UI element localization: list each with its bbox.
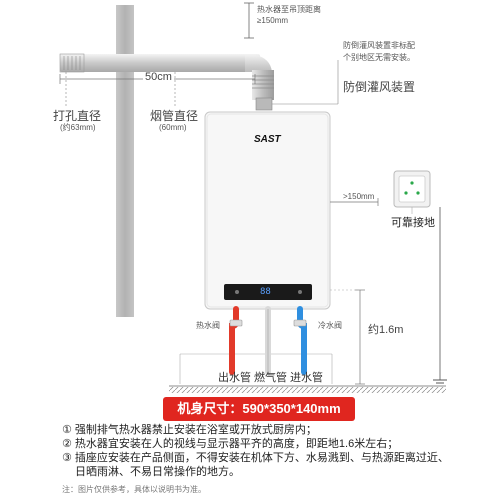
socket-hole-icon [410, 181, 414, 185]
flue-diameter-label: 烟管直径 [150, 109, 199, 123]
inlet-pipe [297, 306, 307, 375]
exhaust-note-line2: 个别地区无需安装。 [343, 53, 415, 62]
cold-valve-label: 冷水阀 [318, 321, 342, 330]
note-3: ③ 插座应安装在产品侧面，不得安装在机体下方、水易溅到、与热源距离过近、 [62, 452, 449, 464]
flue-vent-slots [63, 56, 81, 70]
flue-diameter-value: (60mm) [159, 123, 187, 132]
cold-valve-icon [293, 319, 307, 327]
display-readout: 88 [260, 287, 271, 297]
button-right-icon [298, 290, 302, 294]
pipes [229, 306, 307, 375]
grounding-label: 可靠接地 [391, 217, 435, 229]
note-2: ② 热水器宜安装在人的视线与显示器平齐的高度，即距地1.6米左右； [62, 438, 399, 450]
flue-pipe-horizontal [60, 54, 260, 72]
hot-valve-icon [229, 319, 243, 327]
exhaust-note-line1: 防倒灌风装置非标配 [343, 41, 415, 50]
inlet-pipe-label: 进水管 [290, 372, 323, 384]
body-dimensions-banner: 机身尺寸：590*350*140mm [163, 397, 355, 421]
floor-hatch [169, 387, 446, 393]
clearance-top-value: ≥150mm [257, 16, 289, 25]
outlet-pipe-label: 出水管 [218, 372, 251, 384]
width-50cm-label: 50cm [143, 71, 174, 83]
body-dimensions-text: 机身尺寸：590*350*140mm [177, 401, 341, 416]
hot-valve-label: 热水阀 [196, 321, 220, 330]
button-left-icon [235, 290, 239, 294]
note-1: ① 强制排气热水器禁止安装在浴室或开放式厨房内； [62, 424, 317, 436]
outlet-pipe [229, 306, 239, 375]
note-3-cont: 日晒雨淋、不易日常操作的地方。 [75, 466, 240, 478]
gas-pipe-label: 燃气管 [254, 372, 287, 384]
anti-backflow-device [255, 97, 273, 111]
display-panel [224, 284, 312, 300]
hole-diameter-label: 打孔直径 [53, 109, 102, 123]
side-clearance-label: >150mm [343, 192, 375, 201]
flue-pipe-vertical [252, 70, 274, 100]
footnote: 注：图片仅供参考，具体以说明书为准。 [62, 485, 206, 494]
height-label: 约1.6m [368, 324, 404, 336]
brand-logo: SAST [254, 134, 281, 145]
hole-diameter-value: (约63mm) [60, 123, 96, 132]
wall-column [116, 5, 134, 317]
clearance-top-label: 热水器至吊顶距离 [257, 5, 321, 14]
anti-backflow-label: 防倒灌风装置 [343, 80, 416, 94]
